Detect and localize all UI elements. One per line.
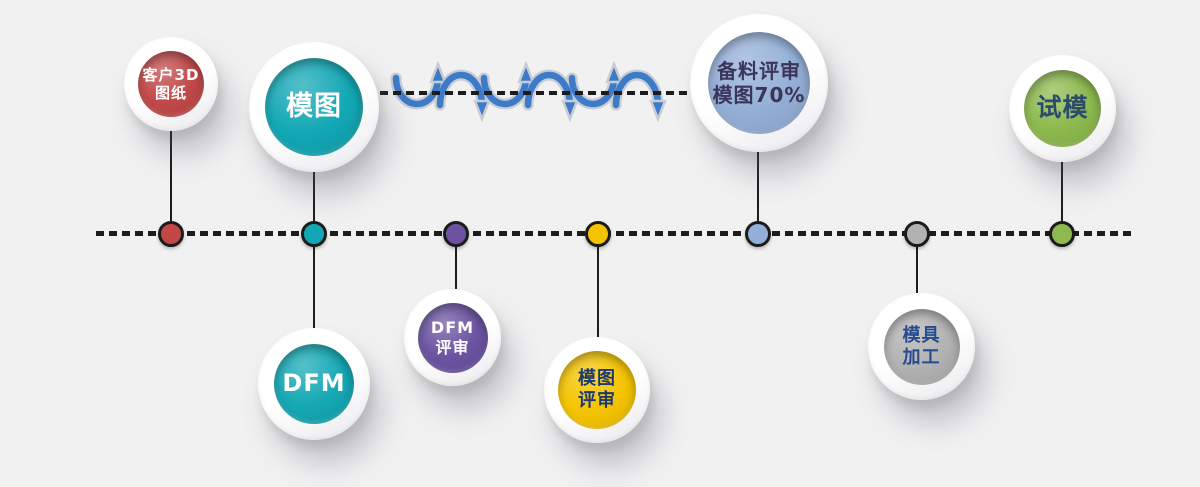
timeline-dot-mold-drawing [301, 221, 327, 247]
node-mold-drawing-review-label: 模图 评审 [558, 351, 636, 429]
node-label-line: 模图 [578, 368, 616, 390]
node-label-line: 模图 [286, 90, 342, 122]
node-mold-machining: 模具 加工 [868, 293, 975, 400]
node-material-prep-review-label: 备料评审 模图70% [708, 32, 810, 134]
stem-material-prep-review [757, 152, 759, 221]
node-label-line: 评审 [578, 390, 616, 411]
stem-customer-3d-drawing [170, 131, 172, 221]
stem-trial-mold [1061, 162, 1063, 221]
node-label-line: 客户3D [142, 65, 200, 84]
node-customer-3d-drawing: 客户3D 图纸 [124, 37, 218, 131]
node-label-line: 备料评审 [717, 58, 801, 83]
node-mold-drawing-review: 模图 评审 [544, 337, 650, 443]
stem-mold-drawing [313, 172, 315, 221]
node-label-line: 加工 [902, 346, 941, 368]
stem-dfm-review [455, 247, 457, 289]
iteration-connector-line [380, 91, 692, 95]
node-mold-drawing: 模图 [249, 42, 379, 172]
node-label-line: 模图70% [712, 83, 806, 107]
node-material-prep-review: 备料评审 模图70% [690, 14, 828, 152]
node-trial-mold-label: 试模 [1024, 70, 1101, 147]
node-label-line: 试模 [1036, 93, 1089, 123]
node-dfm: DFM [258, 328, 370, 440]
timeline-dot-trial-mold [1049, 221, 1075, 247]
node-label-line: 评审 [435, 337, 470, 357]
stem-dfm [313, 247, 315, 328]
stem-mold-drawing-review [597, 247, 599, 337]
timeline-dot-customer-3d-drawing [158, 221, 184, 247]
timeline-dot-material-prep-review [745, 221, 771, 247]
stem-mold-machining [916, 247, 918, 293]
node-dfm-review: DFM 评审 [404, 289, 501, 386]
node-label-line: 图纸 [154, 84, 187, 102]
node-mold-machining-label: 模具 加工 [883, 308, 960, 385]
node-dfm-label: DFM [274, 344, 354, 424]
node-dfm-review-label: DFM 评审 [417, 302, 488, 373]
node-customer-3d-drawing-label: 客户3D 图纸 [138, 51, 204, 117]
timeline-dot-mold-drawing-review [585, 221, 611, 247]
timeline-dot-dfm-review [443, 221, 469, 247]
timeline-dashed-line [96, 231, 1136, 236]
node-label-line: DFM [282, 369, 346, 398]
node-label-line: DFM [430, 317, 475, 337]
node-label-line: 模具 [902, 324, 941, 346]
node-trial-mold: 试模 [1009, 55, 1116, 162]
node-mold-drawing-label: 模图 [265, 58, 363, 156]
timeline-dot-mold-machining [904, 221, 930, 247]
